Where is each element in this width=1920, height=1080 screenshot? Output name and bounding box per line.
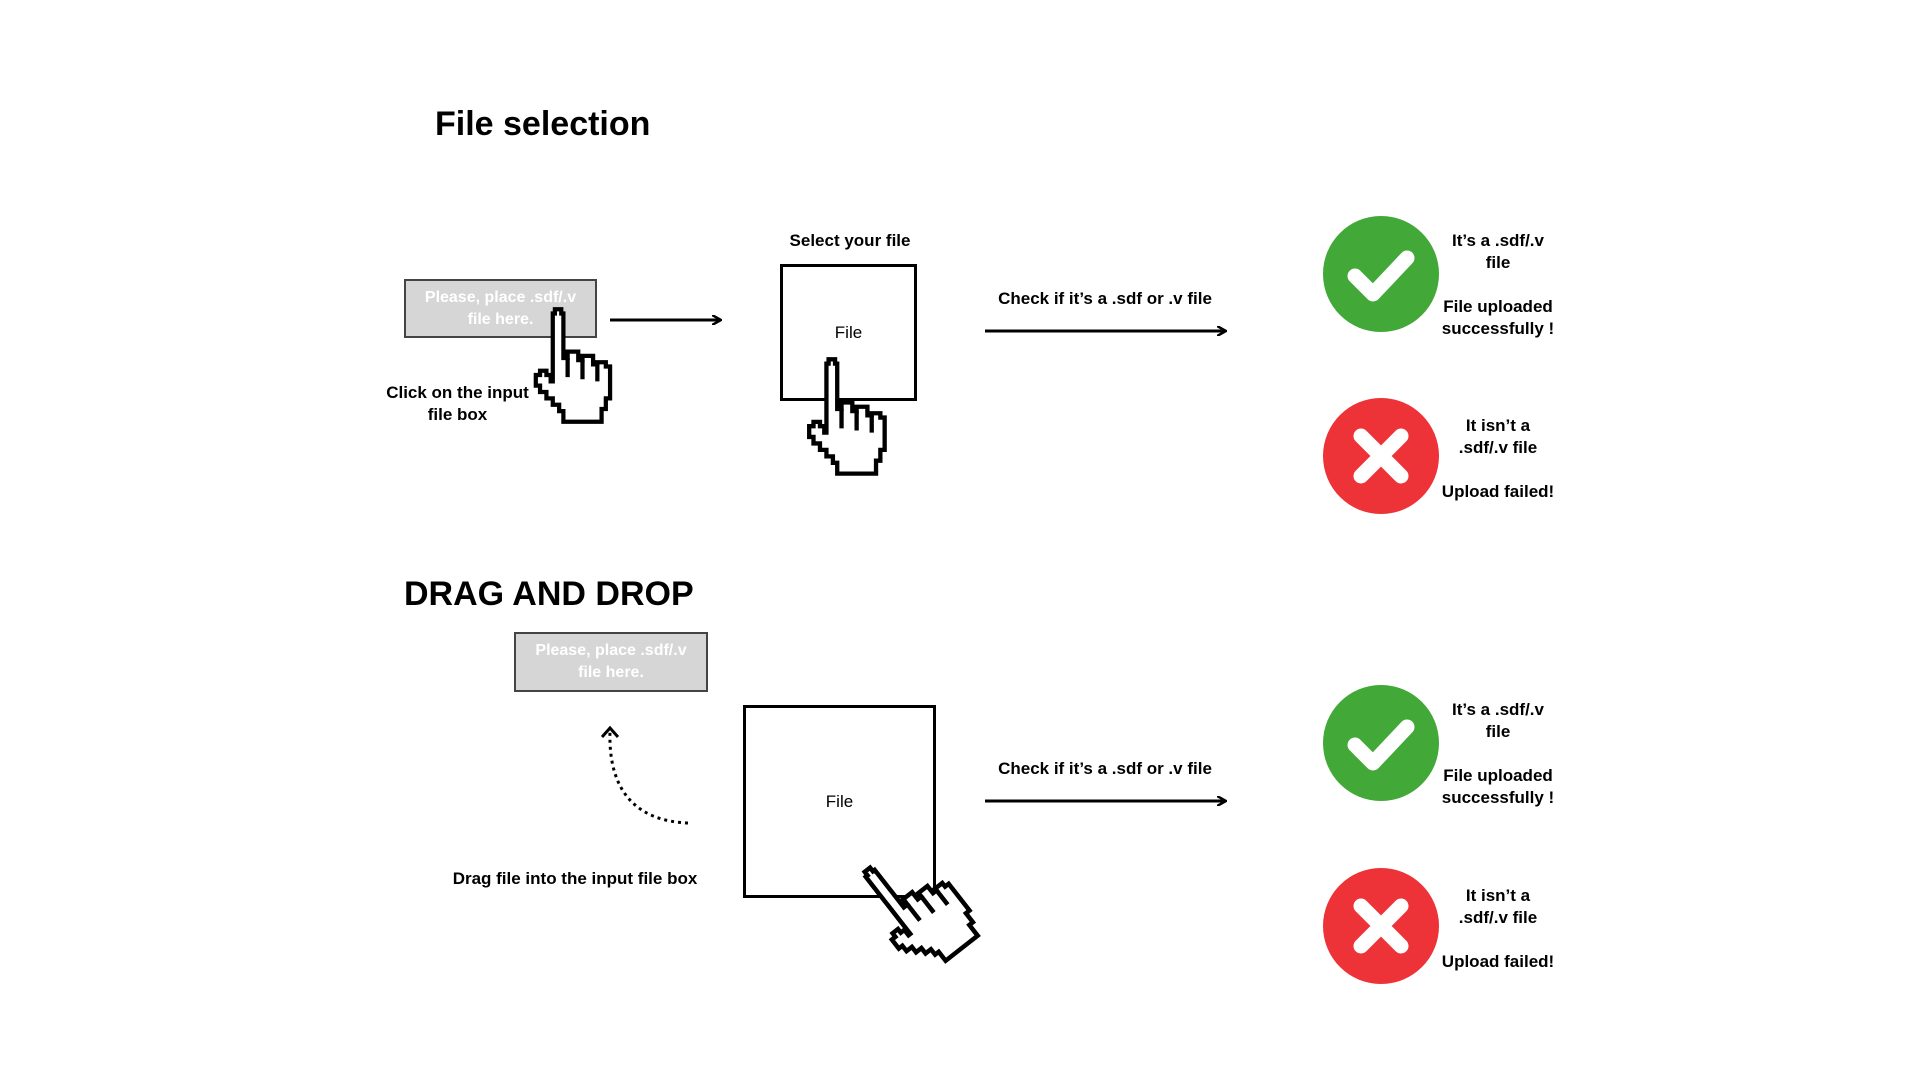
success-message: It’s a .sdf/.v file File uploaded succes…	[1423, 699, 1573, 809]
checkmark-icon	[1347, 250, 1415, 302]
file-label: File	[825, 791, 854, 811]
failure-message: It isn’t a .sdf/.v file Upload failed!	[1423, 415, 1573, 503]
success-line4: successfully !	[1441, 319, 1555, 338]
input-placeholder-line1: Please, place .sdf/.v	[535, 642, 687, 659]
checkmark-icon	[1347, 719, 1415, 771]
arrow-right-icon	[610, 312, 725, 328]
fail-line3: Upload failed!	[1441, 952, 1555, 971]
success-line3: File uploaded	[1443, 766, 1553, 785]
cross-icon	[1353, 898, 1409, 954]
file-item[interactable]: File	[743, 705, 936, 898]
cross-icon	[1353, 428, 1409, 484]
select-file-label: Select your file	[789, 231, 911, 250]
fail-line1: It isn’t a	[1465, 886, 1531, 905]
file-item[interactable]: File	[780, 264, 917, 401]
fail-line3: Upload failed!	[1441, 482, 1555, 501]
success-circle	[1323, 216, 1439, 332]
success-line3: File uploaded	[1443, 297, 1553, 316]
section-title-drag-and-drop: DRAG AND DROP	[404, 575, 694, 613]
click-label-line1: Click on the input	[386, 383, 529, 402]
success-circle	[1323, 685, 1439, 801]
success-message: It’s a .sdf/.v file File uploaded succes…	[1423, 230, 1573, 340]
failure-circle	[1323, 398, 1439, 514]
success-line4: successfully !	[1441, 788, 1555, 807]
failure-message: It isn’t a .sdf/.v file Upload failed!	[1423, 885, 1573, 973]
success-line1: It’s a .sdf/.v	[1452, 231, 1544, 250]
input-placeholder-line2: file here.	[578, 664, 644, 681]
success-line2: file	[1485, 253, 1511, 272]
dotted-curved-arrow-icon	[600, 725, 689, 825]
arrow-right-icon	[985, 323, 1230, 339]
fail-line2: .sdf/.v file	[1458, 438, 1538, 457]
arrow-right-icon	[985, 793, 1230, 809]
click-label-line2: file box	[427, 405, 488, 424]
input-placeholder-line2: file here.	[467, 310, 534, 328]
click-instruction: Click on the input file box	[370, 382, 545, 426]
drag-instruction: Drag file into the input file box	[452, 869, 698, 888]
failure-circle	[1323, 868, 1439, 984]
check-label: Check if it’s a .sdf or .v file	[998, 759, 1212, 778]
file-input-box[interactable]: Please, place .sdf/.v file here.	[404, 279, 597, 338]
success-line2: file	[1485, 722, 1511, 741]
section-title-file-selection: File selection	[435, 105, 651, 143]
check-label: Check if it’s a .sdf or .v file	[998, 289, 1212, 308]
file-input-box[interactable]: Please, place .sdf/.v file here.	[514, 632, 708, 692]
input-placeholder-line1: Please, place .sdf/.v	[424, 288, 577, 306]
success-line1: It’s a .sdf/.v	[1452, 700, 1544, 719]
fail-line2: .sdf/.v file	[1458, 908, 1538, 927]
file-label: File	[834, 322, 863, 342]
fail-line1: It isn’t a	[1465, 416, 1531, 435]
pointer-hand-icon	[800, 355, 896, 479]
